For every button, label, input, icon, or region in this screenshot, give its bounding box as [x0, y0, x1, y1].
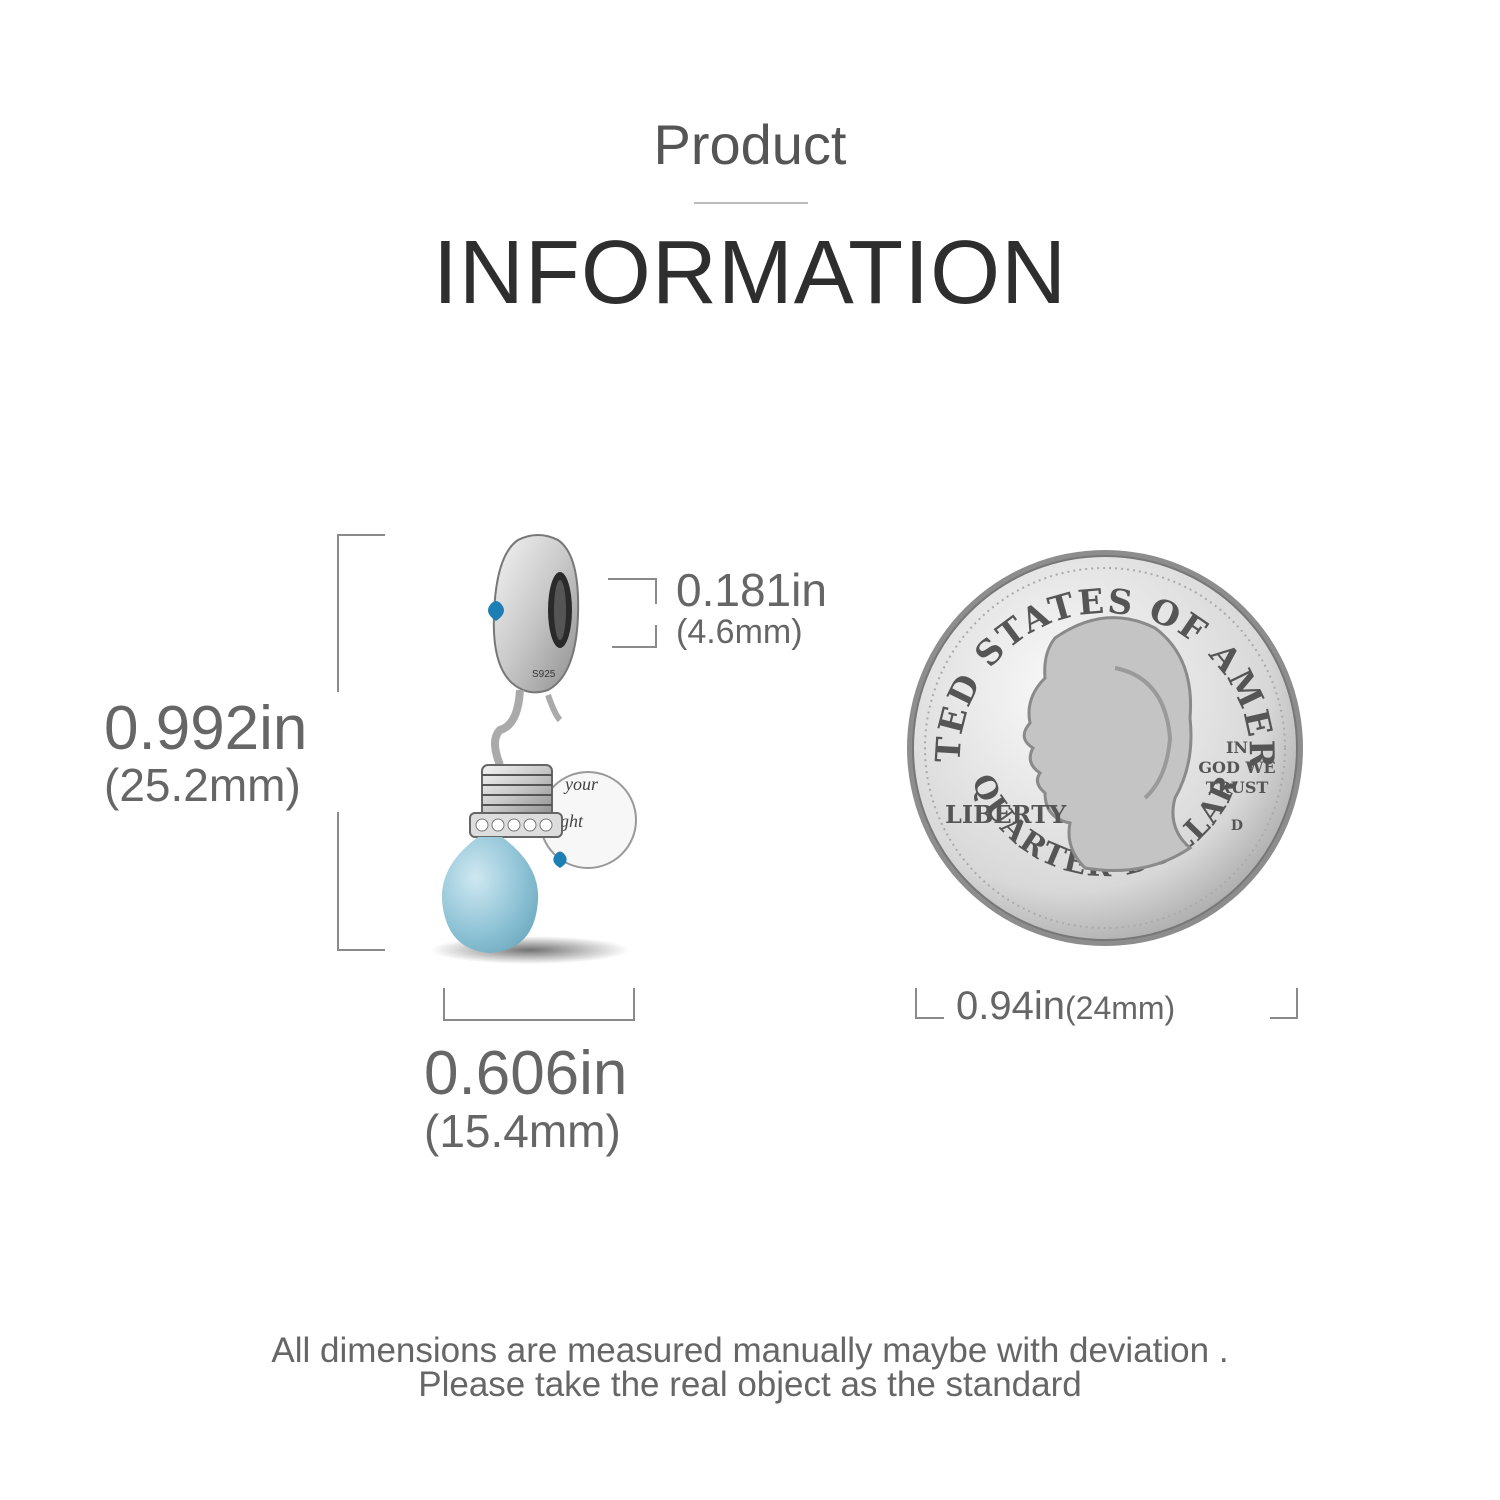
charm-hole-in: 0.181in	[676, 564, 827, 616]
heart-icon	[488, 601, 504, 621]
height-bracket-bottom	[337, 812, 385, 951]
tag-heart-icon	[553, 851, 567, 868]
footer-note-line-1: All dimensions are measured manually may…	[271, 1331, 1229, 1370]
coin-diameter-in: 0.94in	[956, 984, 1065, 1028]
charm-image: S925 your ght	[430, 534, 637, 964]
footer-note-line-2: Please take the real object as the stand…	[418, 1365, 1082, 1404]
coin-mint-mark: D	[1231, 818, 1243, 834]
charm-height-mm: (25.2mm)	[104, 759, 301, 811]
charm-height-in: 0.992in	[104, 694, 308, 763]
coin-motto-2: GOD WE	[1198, 758, 1275, 777]
hole-bracket-bottom	[612, 625, 657, 648]
height-bracket-top	[337, 534, 385, 692]
header-divider	[694, 202, 808, 204]
coin-bracket-left	[915, 988, 944, 1019]
coin-motto-1: IN	[1226, 738, 1248, 757]
hole-bracket-top	[608, 578, 657, 604]
coin-bracket-right	[1270, 988, 1298, 1019]
charm-stamp: S925	[532, 669, 556, 680]
charm-width-in: 0.606in	[424, 1039, 628, 1108]
washington-portrait-icon	[1022, 616, 1193, 872]
quarter-coin-image: UNITED STATES OF AMERICA QUARTER DOLLAR …	[905, 548, 1303, 946]
header-subtitle: Product	[653, 113, 847, 176]
header-title: INFORMATION	[432, 223, 1068, 323]
engraving-line-1: your	[563, 774, 599, 794]
charm-hole-mm: (4.6mm)	[676, 613, 803, 651]
engraving-line-2: ght	[560, 811, 584, 831]
charm-width-mm: (15.4mm)	[424, 1105, 621, 1157]
width-bracket	[443, 988, 635, 1021]
coin-motto-3: TRUST	[1206, 778, 1269, 797]
coin-diameter-mm: (24mm)	[1064, 990, 1176, 1026]
coin-diameter: 0.94in(24mm)	[956, 986, 1175, 1026]
coin-liberty: LIBERTY	[945, 800, 1067, 829]
